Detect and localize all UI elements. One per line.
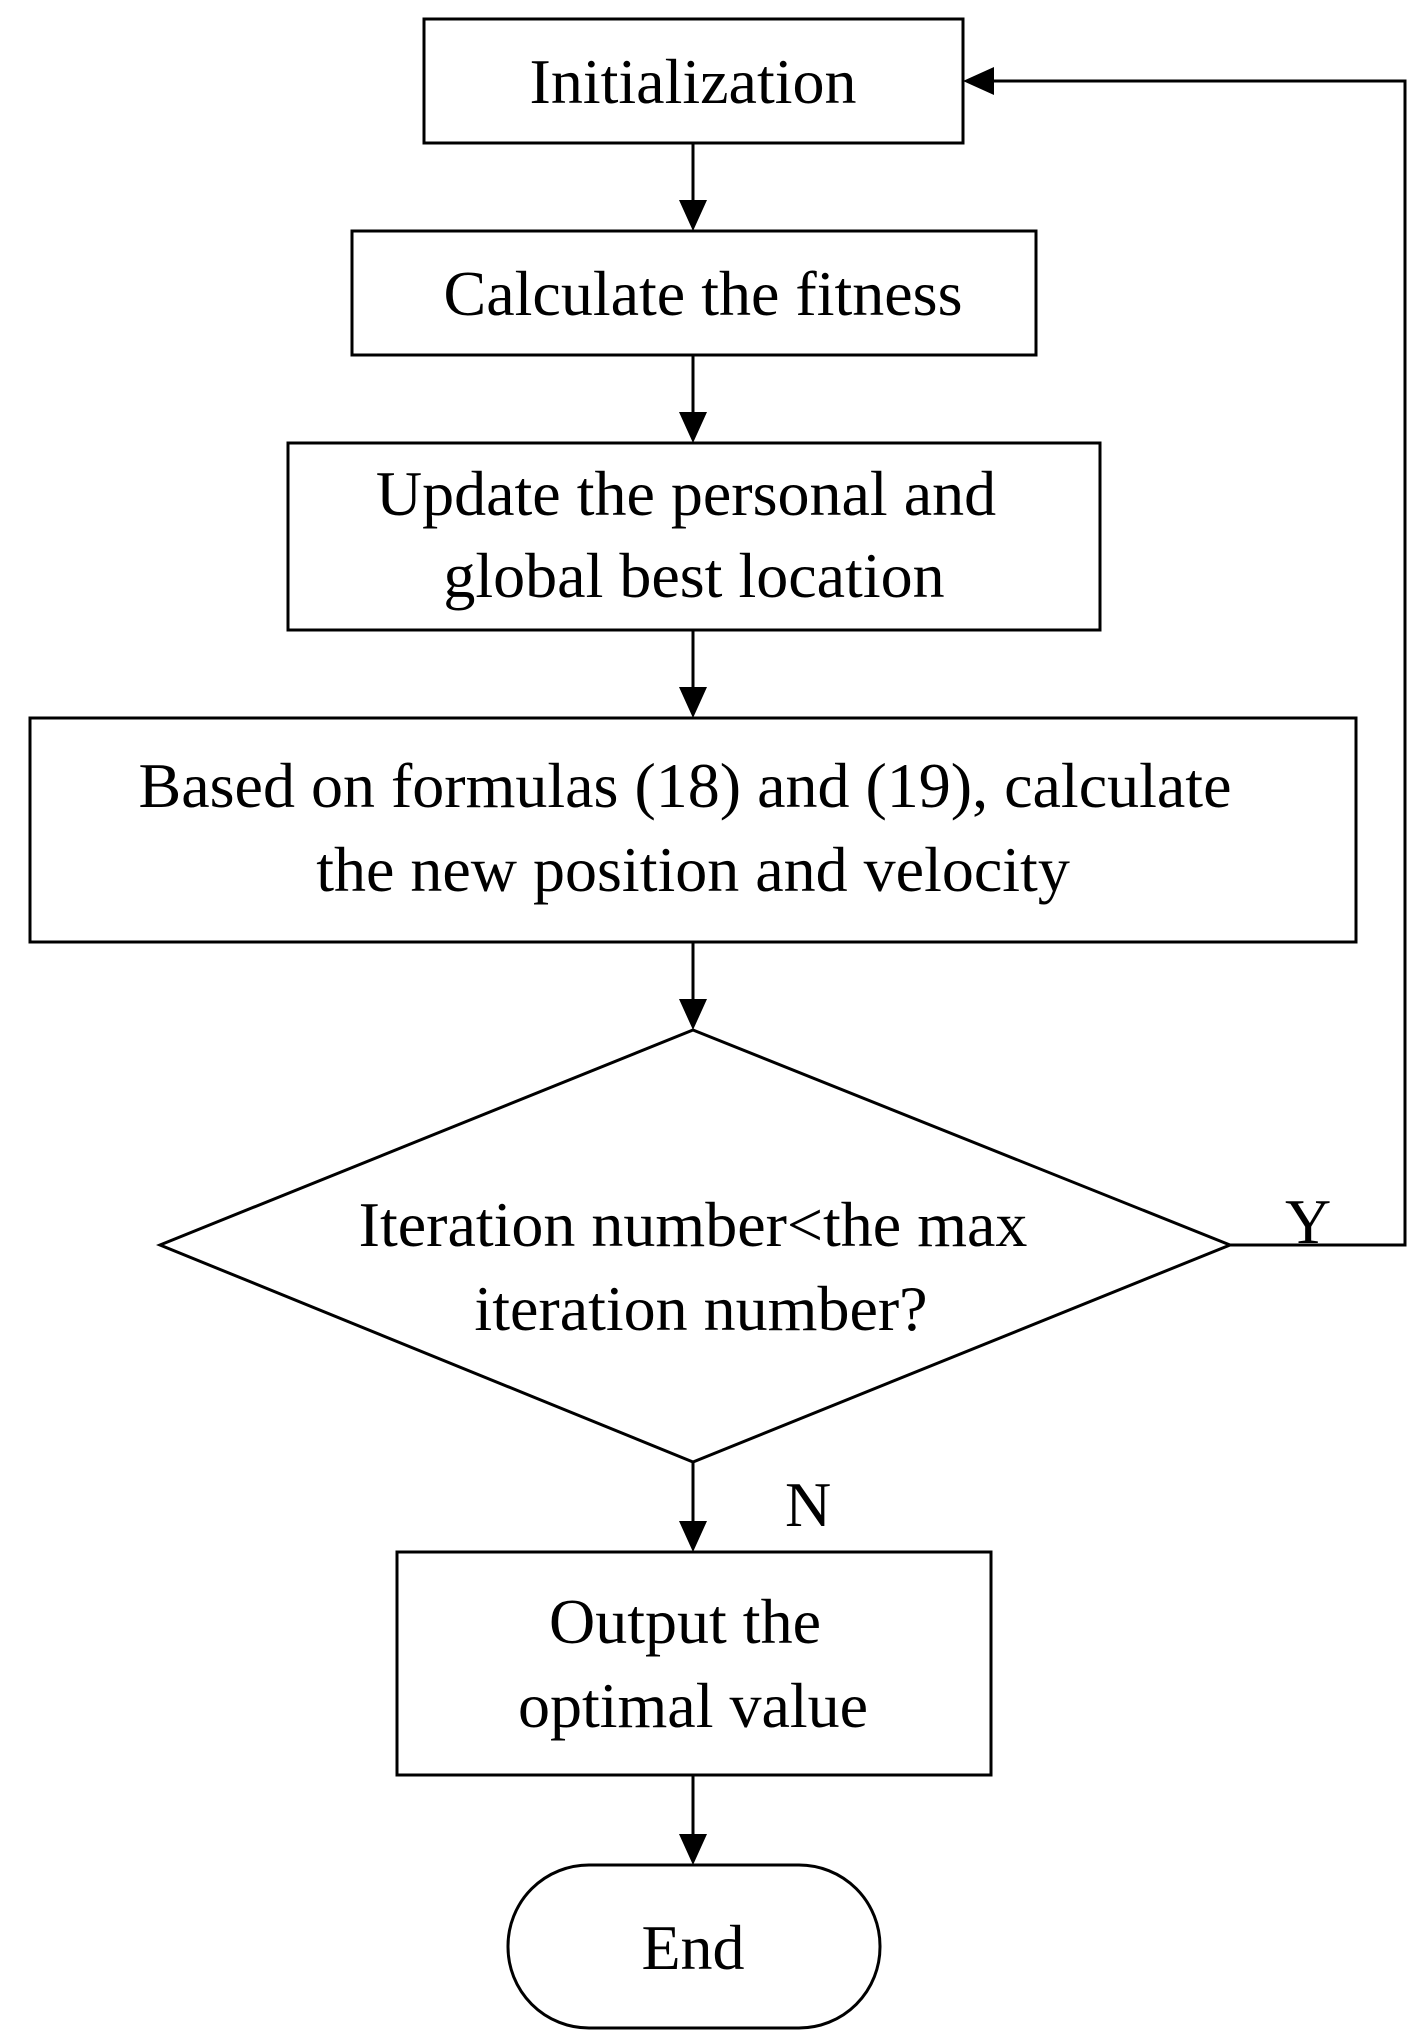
arrowhead	[679, 200, 707, 231]
update-best-label: Update the personal and global best loca…	[376, 458, 1012, 611]
calculate-fitness-box	[350, 229, 1038, 357]
decision-label-line-2: iteration number?	[474, 1273, 927, 1344]
initialization-label: Initialization	[530, 46, 857, 117]
connector-fitness-to-update	[679, 355, 707, 443]
initialization-label-line-1: Initialization	[530, 46, 857, 117]
output-label: Output the optimal value	[518, 1586, 868, 1741]
output-label-line-2: optimal value	[518, 1670, 868, 1741]
end-label: End	[641, 1912, 744, 1983]
arrowhead	[679, 999, 707, 1030]
update-best-label-line-1: Update the personal and	[376, 458, 996, 529]
decision-label: Iteration number<the max iteration numbe…	[359, 1189, 1044, 1344]
output-box	[395, 1550, 993, 1777]
end-terminator	[506, 1863, 882, 2030]
node-update-best: Update the personal and global best loca…	[286, 441, 1102, 632]
node-end: End	[506, 1863, 882, 2030]
connector-update-to-formulas	[679, 630, 707, 718]
formulas-label-line-2: the new position and velocity	[316, 834, 1070, 905]
formulas-label-line-1: Based on formulas (18) and (19), calcula…	[139, 750, 1232, 821]
node-calculate-fitness: Calculate the fitness	[350, 229, 1038, 357]
arrowhead	[679, 1521, 707, 1552]
edge-label-yes: Y	[1285, 1186, 1331, 1257]
decision-label-line-1: Iteration number<the max	[359, 1189, 1028, 1260]
node-output: Output the optimal value	[395, 1550, 993, 1777]
end-label-line-1: End	[641, 1912, 744, 1983]
connector-formulas-to-decision	[679, 942, 707, 1030]
update-best-label-line-2: global best location	[443, 540, 944, 611]
connector-output-to-end	[679, 1775, 707, 1865]
node-decision: Iteration number<the max iteration numbe…	[156, 1028, 1235, 1464]
arrowhead	[679, 687, 707, 718]
update-best-box	[286, 441, 1102, 632]
formulas-label: Based on formulas (18) and (19), calcula…	[139, 750, 1248, 905]
node-formulas: Based on formulas (18) and (19), calcula…	[28, 716, 1358, 944]
arrowhead	[679, 412, 707, 443]
arrowhead	[679, 1834, 707, 1865]
initialization-box	[422, 17, 965, 145]
calculate-fitness-label-line-1: Calculate the fitness	[444, 258, 963, 329]
connector-decision-loop-back	[963, 67, 1407, 1247]
output-label-line-1: Output the	[549, 1586, 821, 1657]
connector-init-to-fitness	[679, 143, 707, 231]
connector-decision-to-output	[679, 1462, 707, 1552]
arrowhead	[963, 67, 994, 95]
node-initialization: Initialization	[422, 17, 965, 145]
edge-label-no: N	[785, 1469, 831, 1540]
calculate-fitness-label: Calculate the fitness	[444, 258, 963, 329]
